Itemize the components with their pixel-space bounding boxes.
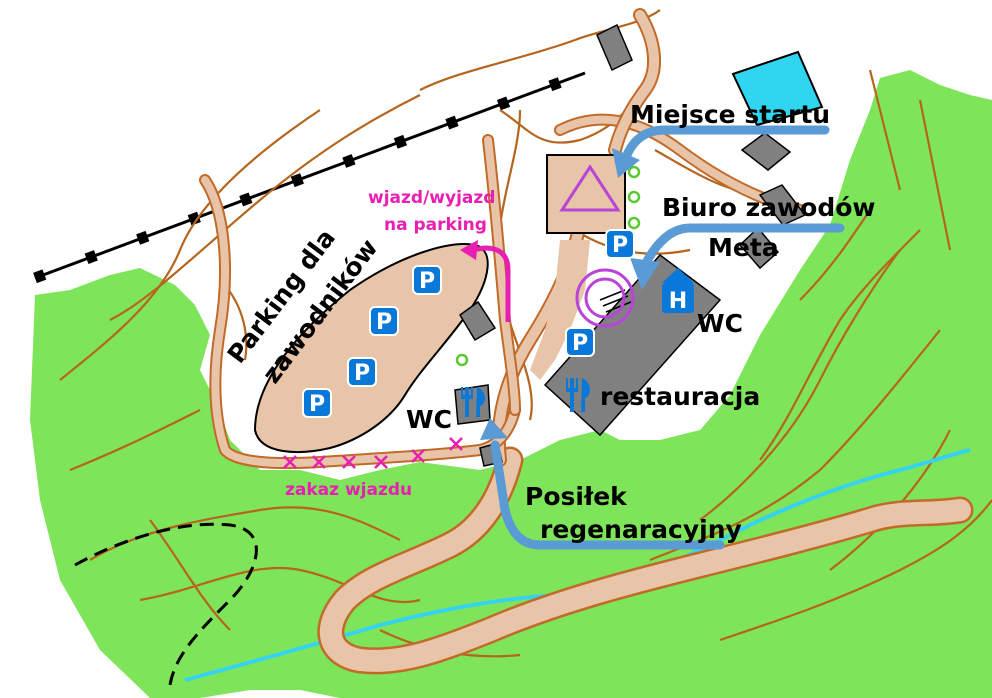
label-office: Biuro zawodów xyxy=(662,193,876,222)
svg-text:P: P xyxy=(376,310,392,335)
arrow-to-office-head xyxy=(630,258,660,290)
svg-text:P: P xyxy=(309,392,325,417)
parking-icon-5: P xyxy=(605,229,635,259)
label-meal-line2: regenaracyjny xyxy=(540,515,742,544)
svg-text:P: P xyxy=(354,361,370,386)
building-small-3 xyxy=(738,226,780,270)
arrow-to-office xyxy=(640,223,845,270)
hotel-icon: H xyxy=(662,268,694,314)
arrow-to-start xyxy=(620,125,830,165)
label-entry-line1: wjazd/wyjazd xyxy=(368,188,495,208)
parking-icon-1: P xyxy=(412,265,442,295)
contour-lines xyxy=(59,9,992,658)
wc-restaurant-icon xyxy=(461,387,485,417)
svg-text:P: P xyxy=(612,233,628,258)
route-markers xyxy=(455,165,641,367)
start-area xyxy=(546,154,626,234)
parking-icon-6: P xyxy=(565,327,595,357)
parking-icon-2: P xyxy=(369,306,399,336)
arrow-to-meal-head xyxy=(480,418,508,440)
label-entry-line2: na parking xyxy=(384,215,487,235)
building-small-2 xyxy=(758,184,807,226)
svg-text:P: P xyxy=(572,331,588,356)
building-north xyxy=(596,23,633,72)
svg-text:P: P xyxy=(419,269,435,294)
svg-text:H: H xyxy=(669,289,687,314)
label-wc-left: WC xyxy=(406,405,452,434)
parking-icon-3: P xyxy=(347,357,377,387)
label-wc-right: WC xyxy=(697,309,743,338)
label-finish: Meta xyxy=(708,233,779,262)
building-parking xyxy=(459,300,497,342)
building-small-1 xyxy=(740,132,792,171)
label-start: Miejsce startu xyxy=(630,100,830,129)
no-entry-crosses xyxy=(283,437,463,469)
ramp-area xyxy=(530,240,590,380)
arrow-to-start-head xyxy=(612,148,640,178)
pool-area xyxy=(731,50,824,127)
parking-icon-4: P xyxy=(302,388,332,418)
dashed-trail xyxy=(74,522,258,686)
label-no-entry: zakaz wjazdu xyxy=(285,480,412,500)
label-meal-line1: Posiłek xyxy=(525,482,628,511)
entry-arrow-head xyxy=(460,240,478,260)
start-triangle-icon xyxy=(559,164,621,212)
arrow-to-meal xyxy=(490,440,725,550)
finish-double-circle-icon xyxy=(575,268,635,328)
label-restaurant: restauracja xyxy=(600,382,760,411)
open-clearing xyxy=(600,365,730,440)
railway-line xyxy=(33,67,587,284)
restaurant-icon xyxy=(566,378,590,412)
entry-arrow xyxy=(469,245,511,322)
